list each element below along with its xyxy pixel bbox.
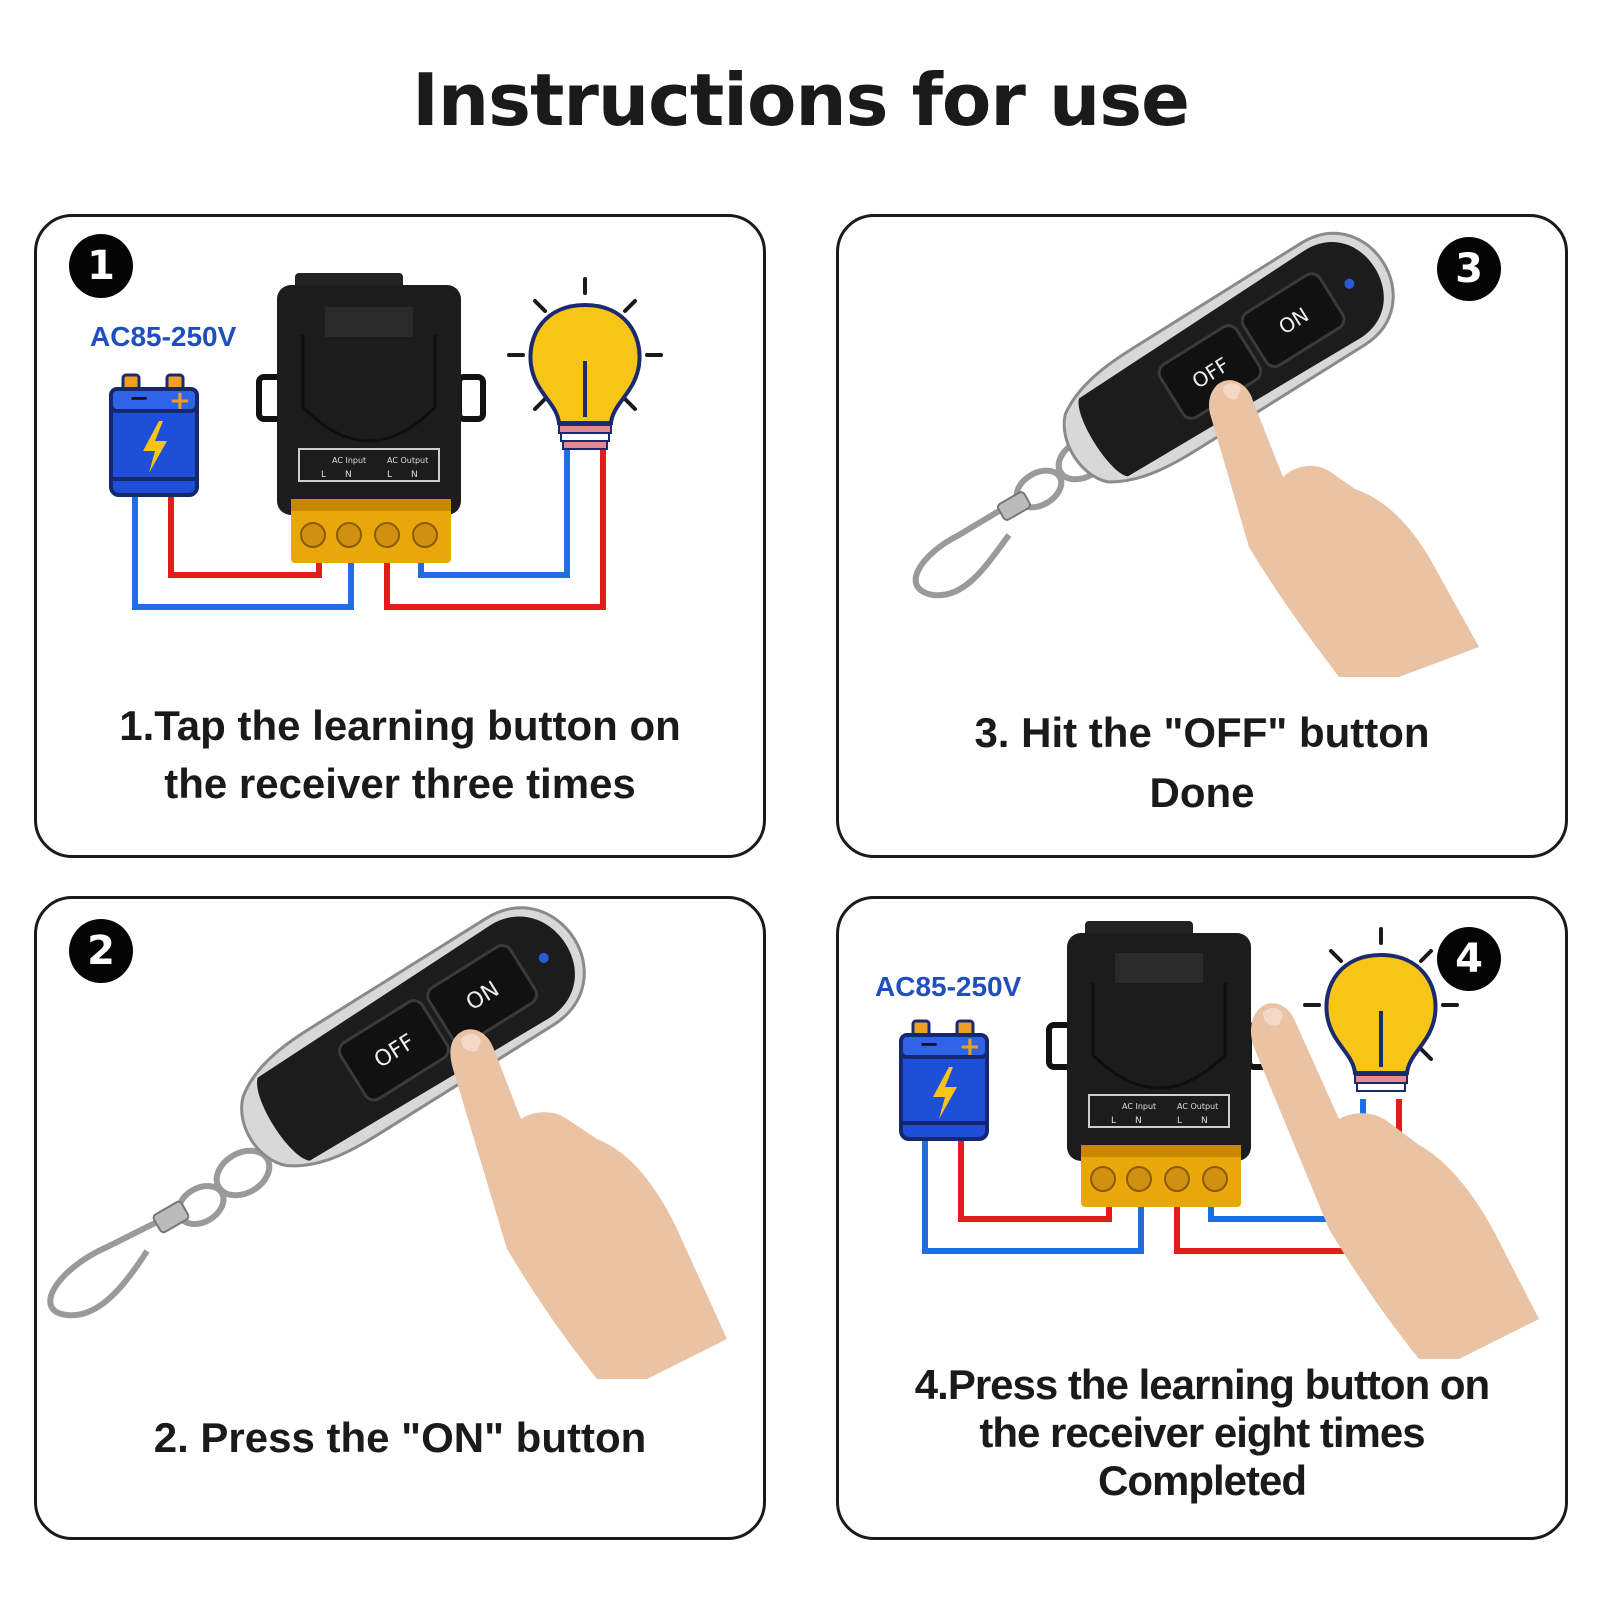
battery-icon: − + bbox=[109, 373, 199, 497]
wiring-diagram: − + AC Input AC Output L N L N bbox=[109, 273, 663, 610]
wiring-lines bbox=[132, 445, 606, 610]
blue-wire bbox=[922, 1135, 1144, 1254]
remote-fob: OFF ON bbox=[1062, 231, 1395, 484]
terminal-label: L bbox=[1111, 1116, 1116, 1126]
step-number-badge: 2 bbox=[69, 919, 133, 983]
battery-icon: − + bbox=[899, 1019, 989, 1141]
finger-hand bbox=[1251, 1003, 1539, 1359]
wiring-diagram: − + AC Input AC Output L N L N bbox=[899, 921, 1539, 1359]
terminal-label: AC Input bbox=[332, 456, 366, 465]
terminal-label: L bbox=[387, 470, 392, 480]
red-wire bbox=[384, 445, 606, 610]
svg-text:−: − bbox=[919, 1030, 939, 1058]
terminal-label: L bbox=[1177, 1116, 1182, 1126]
light-bulb-icon bbox=[1303, 927, 1459, 1092]
caption-line: 2. Press the "ON" button bbox=[153, 1414, 647, 1461]
terminal-label: AC Input bbox=[1122, 1102, 1156, 1111]
terminal-label: N bbox=[1135, 1116, 1142, 1126]
finger-hand bbox=[1209, 380, 1479, 677]
step-4-panel: 4 AC85-250V − + A bbox=[836, 896, 1568, 1540]
red-wire bbox=[168, 491, 322, 578]
terminal-label: N bbox=[1201, 1116, 1208, 1126]
finger-hand bbox=[450, 1029, 727, 1379]
terminal-label: L bbox=[321, 470, 326, 480]
caption-line: the receiver eight times bbox=[979, 1409, 1425, 1456]
receiver-module: AC Input AC Output L N L N bbox=[256, 273, 486, 563]
remote-illustration: OFF ON bbox=[912, 231, 1479, 677]
light-bulb-icon bbox=[507, 277, 663, 450]
red-wire bbox=[958, 1135, 1112, 1222]
blue-wire bbox=[418, 445, 570, 578]
step-caption: 3. Hit the "OFF" button Done bbox=[839, 703, 1565, 823]
step-2-panel: 2 OFF ON 2. Press the "ON" button bbox=[34, 896, 766, 1540]
caption-line: 4.Press the learning button on bbox=[914, 1361, 1490, 1408]
terminal-label: AC Output bbox=[387, 456, 428, 465]
terminal-label: N bbox=[345, 470, 352, 480]
step-caption: 2. Press the "ON" button bbox=[37, 1409, 763, 1467]
remote-illustration: OFF ON bbox=[47, 906, 727, 1379]
caption-line: the receiver three times bbox=[164, 760, 636, 807]
svg-text:+: + bbox=[959, 1032, 981, 1062]
step-number-badge: 1 bbox=[69, 234, 133, 298]
caption-line: 1.Tap the learning button on bbox=[119, 702, 681, 749]
voltage-label: AC85-250V bbox=[90, 321, 237, 352]
page-title: Instructions for use bbox=[412, 58, 1190, 142]
caption-line: Done bbox=[1149, 769, 1255, 816]
voltage-label: AC85-250V bbox=[875, 971, 1022, 1002]
step-number-badge: 4 bbox=[1437, 927, 1501, 991]
step-caption: 1.Tap the learning button on the receive… bbox=[37, 697, 763, 813]
blue-wire bbox=[132, 491, 354, 610]
keychain-clip bbox=[47, 1147, 273, 1319]
caption-line: Completed bbox=[1097, 1457, 1307, 1504]
caption-line: 3. Hit the "OFF" button bbox=[974, 709, 1430, 756]
step-caption: 4.Press the learning button on the recei… bbox=[839, 1361, 1565, 1505]
svg-text:−: − bbox=[129, 384, 149, 412]
terminal-label: N bbox=[411, 470, 418, 480]
terminal-label: AC Output bbox=[1177, 1102, 1218, 1111]
remote-fob: OFF ON bbox=[240, 906, 586, 1168]
receiver-module: AC Input AC Output L N L N bbox=[1046, 921, 1276, 1207]
step-3-panel: 3 OFF ON 3. Hit the "OFF" button Done bbox=[836, 214, 1568, 858]
step-number-badge: 3 bbox=[1437, 237, 1501, 301]
step-1-panel: 1 AC85-250V − + A bbox=[34, 214, 766, 858]
svg-text:+: + bbox=[169, 386, 191, 416]
